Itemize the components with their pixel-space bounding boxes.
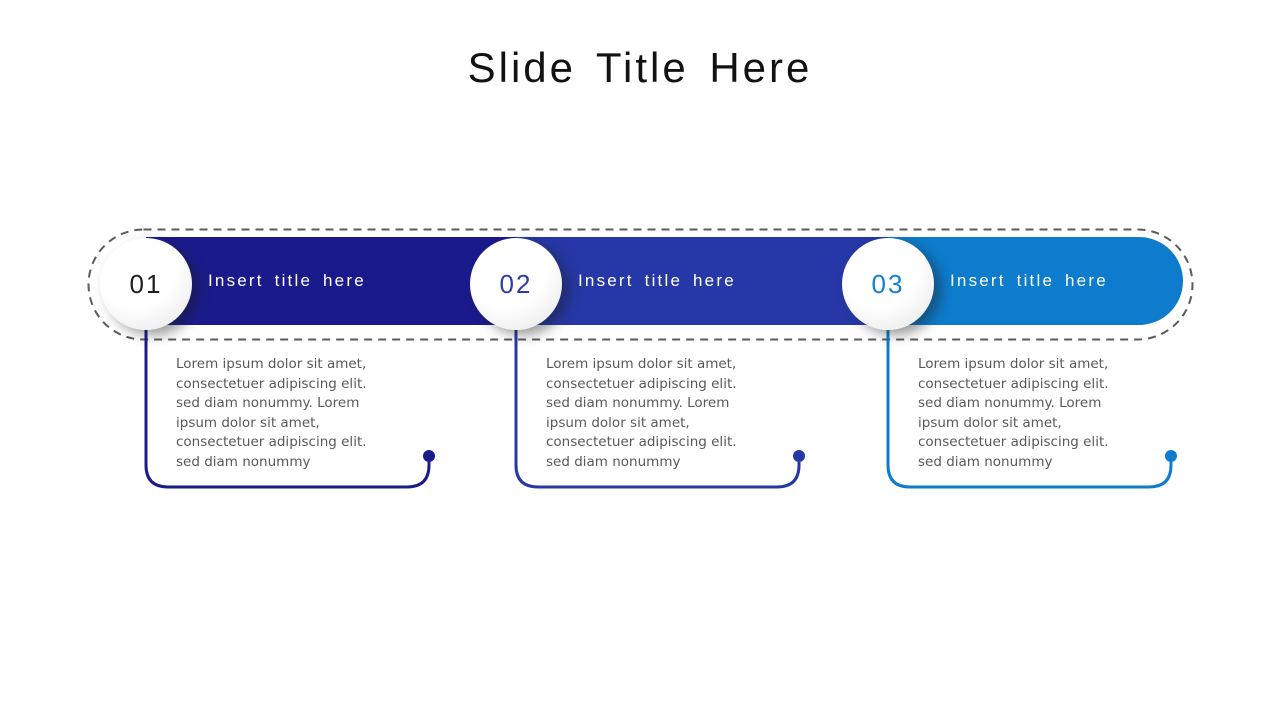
step-circle-2[interactable]: 02 xyxy=(470,238,562,330)
process-bar: Insert title here Insert title here Inse… xyxy=(146,237,1183,325)
step-number-3: 03 xyxy=(871,268,905,299)
dashed-outline-rect xyxy=(87,228,1194,341)
step-number-1: 01 xyxy=(129,268,163,299)
step-number-2: 02 xyxy=(499,268,533,299)
connector-path xyxy=(144,330,431,489)
connector-path xyxy=(514,330,801,489)
step-detail-3: Lorem ipsum dolor sit amet, consectetuer… xyxy=(886,328,1186,510)
connector-line-3 xyxy=(886,330,1177,489)
connector-line-1 xyxy=(144,330,435,489)
step-description-1[interactable]: Lorem ipsum dolor sit amet, consectetuer… xyxy=(176,356,367,470)
dashed-outline-border xyxy=(87,228,1194,341)
step-circle-3[interactable]: 03 xyxy=(842,238,934,330)
step-detail-2: Lorem ipsum dolor sit amet, consectetuer… xyxy=(514,328,814,510)
connector-dot xyxy=(793,450,805,462)
connector-dot xyxy=(423,450,435,462)
segment-title-2[interactable]: Insert title here xyxy=(578,271,736,290)
segment-title-3[interactable]: Insert title here xyxy=(950,271,1108,290)
step-description-3[interactable]: Lorem ipsum dolor sit amet, consectetuer… xyxy=(918,356,1109,470)
bar-segment-2[interactable]: Insert title here xyxy=(516,237,888,325)
step-detail-1: Lorem ipsum dolor sit amet, consectetuer… xyxy=(144,328,444,510)
bar-segment-3[interactable]: Insert title here xyxy=(888,237,1183,325)
step-description-2[interactable]: Lorem ipsum dolor sit amet, consectetuer… xyxy=(546,356,737,470)
step-circle-1[interactable]: 01 xyxy=(100,238,192,330)
bar-segment-1[interactable]: Insert title here xyxy=(146,237,516,325)
connector-path xyxy=(886,330,1173,489)
connector-line-2 xyxy=(514,330,805,489)
slide-title[interactable]: Slide Title Here xyxy=(467,44,813,91)
segment-title-1[interactable]: Insert title here xyxy=(208,271,366,290)
connector-dot xyxy=(1165,450,1177,462)
